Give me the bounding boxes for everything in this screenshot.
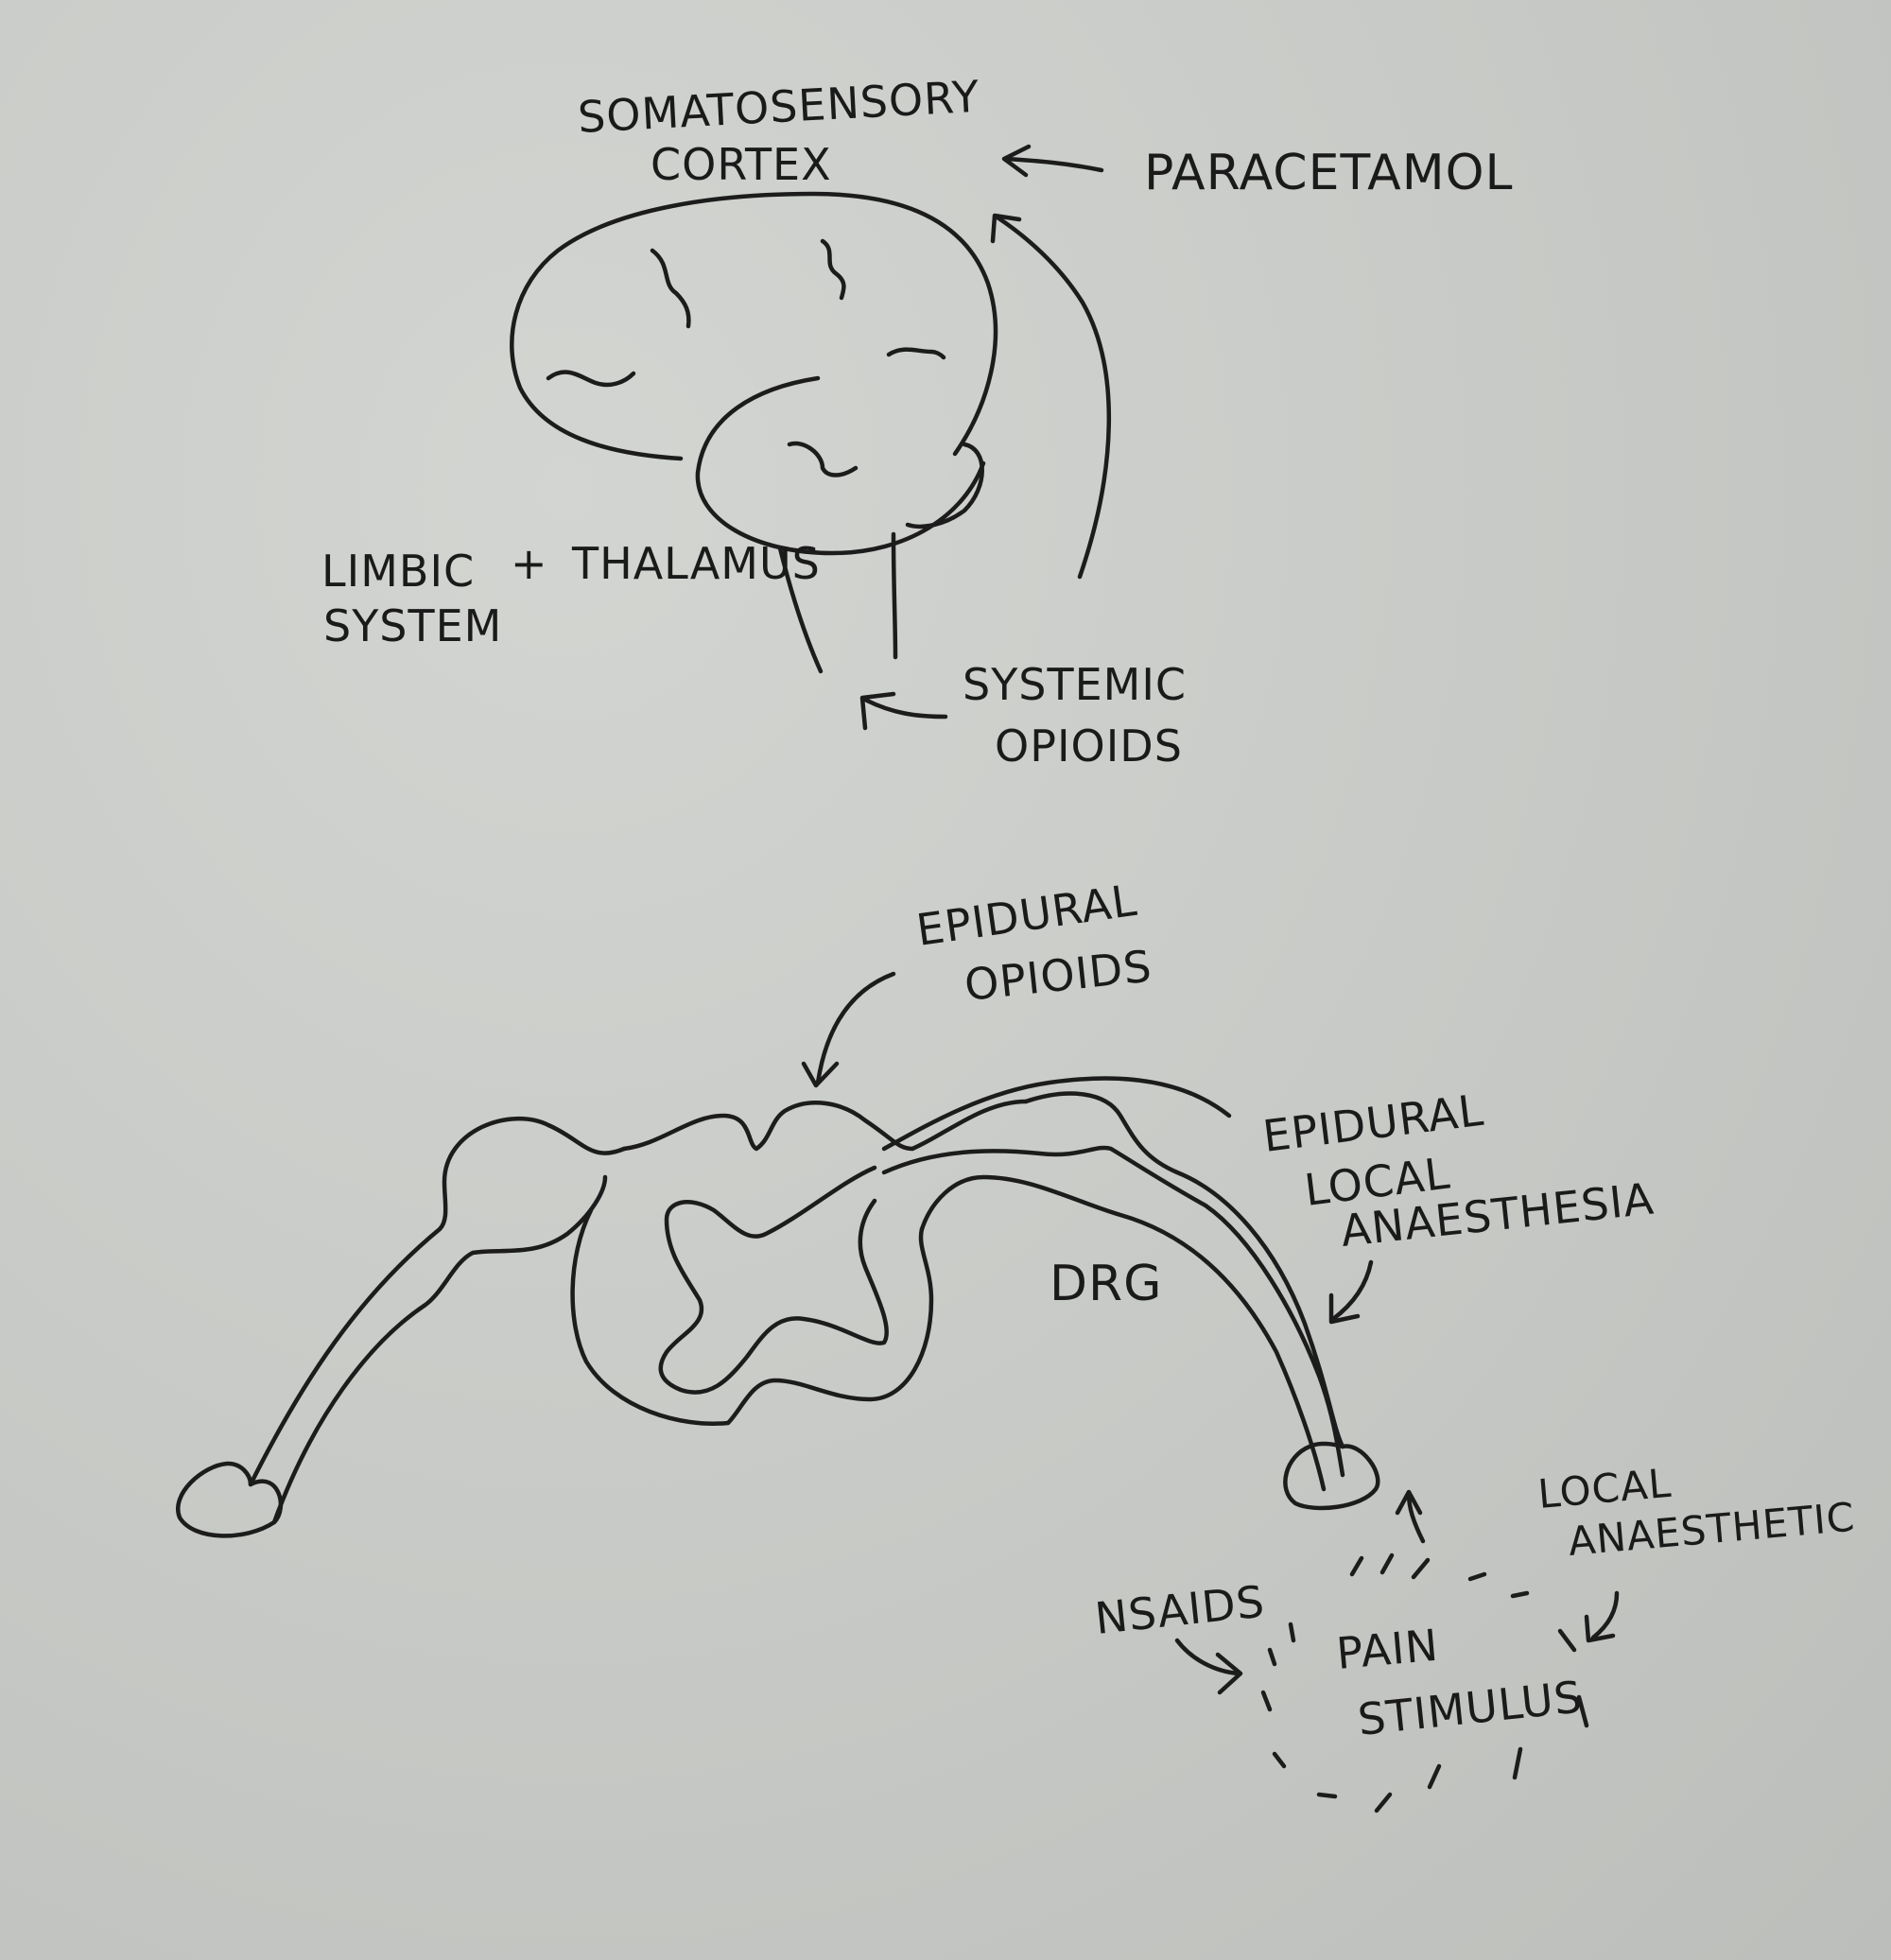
ray (1379, 1552, 1395, 1575)
ray (1288, 1622, 1296, 1643)
dorsal-root-left-inner (271, 1174, 608, 1525)
cord-dorsal-surface (621, 1099, 1029, 1152)
local-anaesthetic-arrow (1590, 1590, 1620, 1640)
label-local-anaesthetic-1: LOCAL (1536, 1460, 1674, 1518)
cerebellum (905, 442, 984, 529)
label-pain: PAIN (1334, 1620, 1441, 1679)
systemic-opioids-arrowhead (859, 691, 896, 731)
label-thalamus: THALAMUS (571, 538, 821, 589)
epidural-la-arrowhead (1328, 1292, 1361, 1325)
pain-up-arrow (1406, 1491, 1426, 1544)
ganglion-right (1283, 1441, 1380, 1511)
paracetamol-arrow (1004, 156, 1104, 173)
epidural-la-arrow (1330, 1259, 1374, 1322)
ray (1512, 1746, 1523, 1780)
pain-stimulus-rays (1260, 1552, 1589, 1813)
label-somatosensory: SOMATOSENSORY (577, 71, 981, 143)
label-systemic-opioids: OPIOIDS (995, 720, 1183, 772)
nsaids-arrow (1174, 1638, 1241, 1676)
paracetamol-arrowhead (1001, 144, 1032, 178)
local-anaesthetic-arrowhead (1584, 1614, 1616, 1643)
spinal-cord-drawing (176, 1076, 1380, 1538)
ray (1316, 1792, 1338, 1799)
ray (1267, 1647, 1277, 1667)
label-drg: DRG (1050, 1256, 1162, 1312)
brainstem-right (891, 531, 898, 660)
epidural-line (881, 1076, 1232, 1152)
systemic-curve-arrow (995, 215, 1111, 580)
sulcus-5 (787, 441, 859, 477)
brain-arrows (859, 144, 1111, 731)
ray (1467, 1571, 1487, 1582)
ray (1427, 1763, 1442, 1790)
grey-matter (658, 1165, 889, 1395)
sulcus-3 (546, 370, 636, 388)
cord-outer-right-top (919, 1174, 1327, 1492)
ganglion-left (176, 1461, 284, 1538)
epidural-opioids-arrow (815, 971, 896, 1085)
ray (1349, 1555, 1364, 1577)
nsaids-arrowhead (1215, 1652, 1243, 1695)
cerebrum-outline (510, 191, 998, 461)
ray (1260, 1690, 1273, 1712)
ray (1374, 1792, 1393, 1813)
ray (1576, 1694, 1589, 1728)
label-systemic: SYSTEMIC (963, 659, 1187, 710)
ray (1411, 1557, 1431, 1580)
systemic-opioids-arrow (862, 697, 948, 720)
ray (1557, 1628, 1577, 1653)
temporal-lobe (695, 375, 986, 556)
dorsal-root-right-outer (881, 1145, 1345, 1478)
ray (1510, 1590, 1530, 1599)
sulcus-4 (886, 347, 946, 360)
label-stimulus: STIMULUS (1356, 1671, 1586, 1745)
label-plus: + (511, 538, 548, 589)
sulcus-2 (820, 238, 846, 301)
dorsal-root-left-outer (248, 1116, 627, 1487)
ray (1272, 1751, 1287, 1769)
label-limbic: LIMBIC (321, 546, 475, 597)
label-system: SYSTEM (323, 600, 502, 651)
systemic-curve-arrowhead (990, 213, 1022, 244)
pain-up-arrowhead (1395, 1489, 1423, 1516)
label-epidural-opioids-2: OPIOIDS (963, 940, 1154, 1010)
label-epidural-la-1: EPIDURAL (1260, 1084, 1486, 1162)
label-paracetamol: PARACETAMOL (1144, 145, 1514, 201)
sulcus-1 (650, 248, 691, 329)
epidural-opioids-arrowhead (801, 1061, 840, 1088)
brain-drawing (510, 191, 998, 674)
label-cortex: CORTEX (651, 139, 832, 190)
labels: SOMATOSENSORY CORTEX PARACETAMOL LIMBIC … (321, 71, 1857, 1745)
label-nsaids: NSAIDS (1093, 1575, 1268, 1644)
dorsal-root-right-top (1023, 1091, 1345, 1449)
brainstem-left (777, 546, 824, 674)
spinal-arrows (801, 971, 1620, 1695)
label-epidural-opioids-1: EPIDURAL (913, 875, 1140, 956)
cord-outer-left (570, 1207, 934, 1426)
